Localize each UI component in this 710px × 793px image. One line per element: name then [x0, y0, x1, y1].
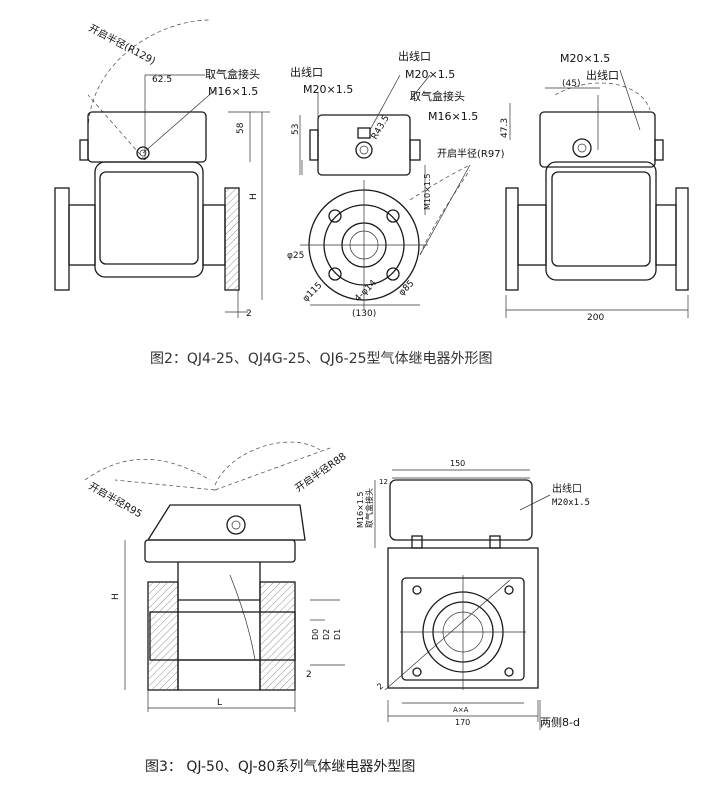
open-radius-R95: 开启半径R95 [87, 479, 145, 520]
figure3-caption: 图3： QJ-50、QJ-80系列气体继电器外型图 [145, 759, 416, 775]
gas-box-label: 取气盒接头 [205, 67, 260, 81]
dim-47-3: 47.3 [500, 118, 510, 138]
outlet-label-top: 出线口 [398, 49, 431, 63]
dim-170: 170 [455, 718, 470, 727]
dim-D2: D2 [322, 629, 331, 640]
open-radius-mid: 开启半径(R97) [437, 147, 505, 160]
dim-D0: D0 [311, 629, 320, 640]
dim-H-fig3: H [111, 593, 121, 600]
fig3-right-view: 12 150 M16×1.5 取气盒接头 出线口 M20x1.5 2 A×A 1… [356, 459, 590, 730]
fig2-middle-view: 出线口 M20×1.5 出线口 M20×1.5 取气盒接头 M16×1.5 开启… [287, 49, 505, 319]
gas-box-thread: M16×1.5 [208, 85, 258, 98]
fig3-left-view: H D0 D2 D1 2 L 开启半径R95 开启半径R88 [84, 441, 349, 712]
dim-53: 53 [291, 124, 301, 135]
open-radius-R88: 开启半径R88 [292, 450, 348, 495]
outlet-label-fig3: 出线口 [552, 482, 582, 495]
outlet-thread-right: M20×1.5 [560, 52, 610, 65]
dim-L: L [217, 698, 222, 708]
dim-58: 58 [236, 122, 246, 134]
bolt-holes-label: 两侧8-d [540, 716, 580, 729]
gas-box-label-fig3: 取气盒接头 [364, 488, 374, 528]
dim-D1: D1 [333, 629, 342, 640]
dim-d25: φ25 [287, 251, 304, 261]
fig2-left-view: 62.5 58 H 2 取气盒接头 M16×1.5 开启半径(R129) [54, 19, 270, 319]
dim-M10: M10×1.5 [423, 173, 432, 210]
dim-62-5: 62.5 [152, 75, 172, 85]
dim-45: (45) [562, 79, 580, 89]
dim-R43-5: R43.5 [370, 114, 392, 142]
outlet-thread-left: M20×1.5 [303, 83, 353, 96]
dim-d115: φ115 [301, 281, 324, 304]
dim-200: 200 [587, 313, 604, 323]
gas-box-label-mid: 取气盒接头 [410, 89, 465, 103]
outlet-label-right: 出线口 [586, 68, 619, 82]
dim-d85: φ85 [397, 279, 416, 298]
dim-2-right: 2 [376, 681, 386, 691]
outlet-thread-fig3: M20x1.5 [552, 498, 590, 508]
dim-150: 150 [450, 459, 465, 468]
dim-2-fig3: 2 [306, 670, 312, 680]
dim-AxA: A×A [453, 706, 469, 714]
fig2-right-view: M20×1.5 出线口 (45) 47.3 200 [500, 52, 689, 323]
dim-12: 12 [379, 478, 388, 486]
dim-130: (130) [352, 309, 376, 319]
gas-box-thread-fig3: M16×1.5 [356, 491, 365, 528]
outlet-label-left: 出线口 [290, 65, 323, 79]
outlet-thread-top: M20×1.5 [405, 68, 455, 81]
open-radius-label: 开启半径(R129) [87, 21, 158, 67]
dim-H: H [249, 193, 259, 200]
figure2-caption: 图2：QJ4-25、QJ4G-25、QJ6-25型气体继电器外形图 [150, 351, 493, 367]
gas-box-thread-mid: M16×1.5 [428, 110, 478, 123]
dim-2: 2 [246, 309, 252, 319]
